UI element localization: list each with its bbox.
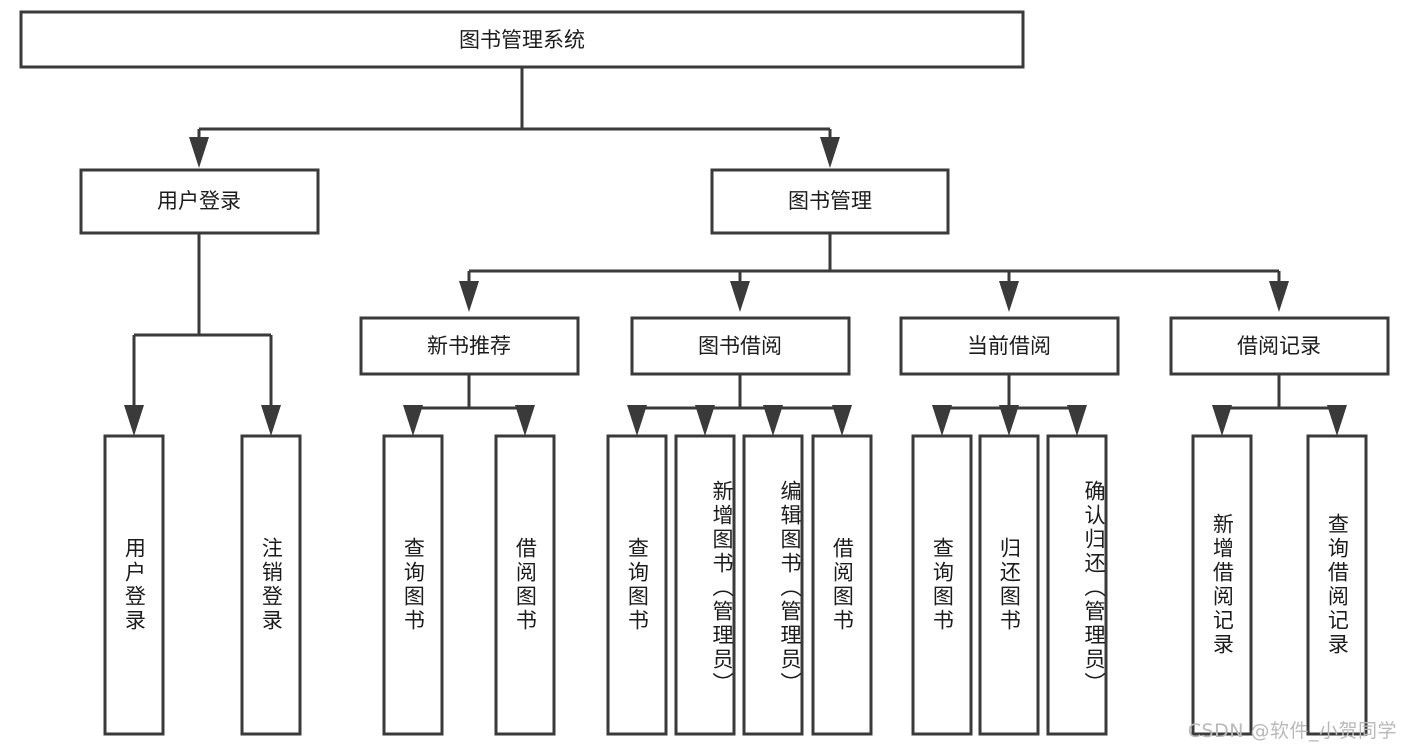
arrow-head-icon [1067,405,1087,436]
leaf-box-query-book-3[interactable] [911,434,973,736]
arrow-head-icon [695,405,715,436]
leaf-box-query-book-2[interactable] [606,434,668,736]
node-root[interactable]: 图书管理系统 [19,10,1025,69]
arrow-head-icon [515,405,535,436]
connector-root-to-level2 [189,67,840,168]
arrow-head-icon [1212,405,1232,436]
leaf-box-edit-book[interactable] [742,434,804,736]
arrow-head-icon [999,405,1019,436]
node-user-login-box[interactable] [79,168,320,235]
arrow-head-icon [189,137,209,168]
arrow-head-icon [763,405,783,436]
connector-newbook-to-leaves [403,374,535,436]
node-new-book-recommend-label: 新书推荐 [427,334,511,358]
arrow-head-icon [261,405,281,436]
arrow-head-icon [1269,281,1289,312]
leaf-box-borrow-book-2[interactable] [811,434,873,736]
connector-bookborrow-to-leaves [627,374,852,436]
arrow-head-icon [832,405,852,436]
leaf-box-user-login[interactable] [103,434,165,736]
arrow-head-icon [1327,405,1347,436]
arrow-head-icon [124,405,144,436]
node-new-book-recommend-box[interactable] [359,316,580,376]
node-new-book-recommend[interactable]: 新书推荐 [359,316,580,376]
connector-bookmanage-to-level3 [459,233,1289,312]
connector-borrowrecord-to-leaves [1212,374,1347,436]
node-current-borrow-label: 当前借阅 [967,334,1051,358]
leaf-box-add-borrow-record[interactable] [1191,434,1253,736]
node-book-borrow-box[interactable] [630,316,851,376]
node-book-manage-label: 图书管理 [788,189,872,213]
node-book-borrow-label: 图书借阅 [698,334,782,358]
arrow-head-icon [999,281,1019,312]
node-book-manage-box[interactable] [710,168,950,235]
node-current-borrow[interactable]: 当前借阅 [899,316,1120,376]
csdn-watermark: CSDN @软件_小贺同学 [1187,720,1397,742]
connector-currentborrow-to-leaves [932,374,1087,436]
arrow-head-icon [403,405,423,436]
leaf-box-query-borrow-record[interactable] [1306,434,1368,736]
node-user-login[interactable]: 用户登录 [79,168,320,235]
leaf-boxes [103,434,1368,736]
arrow-head-icon [627,405,647,436]
leaf-box-return-book[interactable] [978,434,1040,736]
node-borrow-record-label: 借阅记录 [1237,334,1321,358]
node-user-login-label: 用户登录 [157,189,241,213]
leaf-box-confirm-return[interactable] [1046,434,1108,736]
arrow-head-icon [820,137,840,168]
leaf-box-query-book-1[interactable] [382,434,444,736]
arrow-head-icon [932,405,952,436]
leaf-box-logout-login[interactable] [240,434,302,736]
node-root-box[interactable] [19,10,1025,69]
arrow-head-icon [459,281,479,312]
node-borrow-record-box[interactable] [1169,316,1390,376]
leaf-box-borrow-book-1[interactable] [494,434,556,736]
node-root-label: 图书管理系统 [459,28,585,52]
node-current-borrow-box[interactable] [899,316,1120,376]
leaf-box-add-book[interactable] [674,434,736,736]
node-borrow-record[interactable]: 借阅记录 [1169,316,1390,376]
node-book-borrow[interactable]: 图书借阅 [630,316,851,376]
node-book-manage[interactable]: 图书管理 [710,168,950,235]
connector-userlogin-to-leaves [124,233,281,436]
arrow-head-icon [730,281,750,312]
